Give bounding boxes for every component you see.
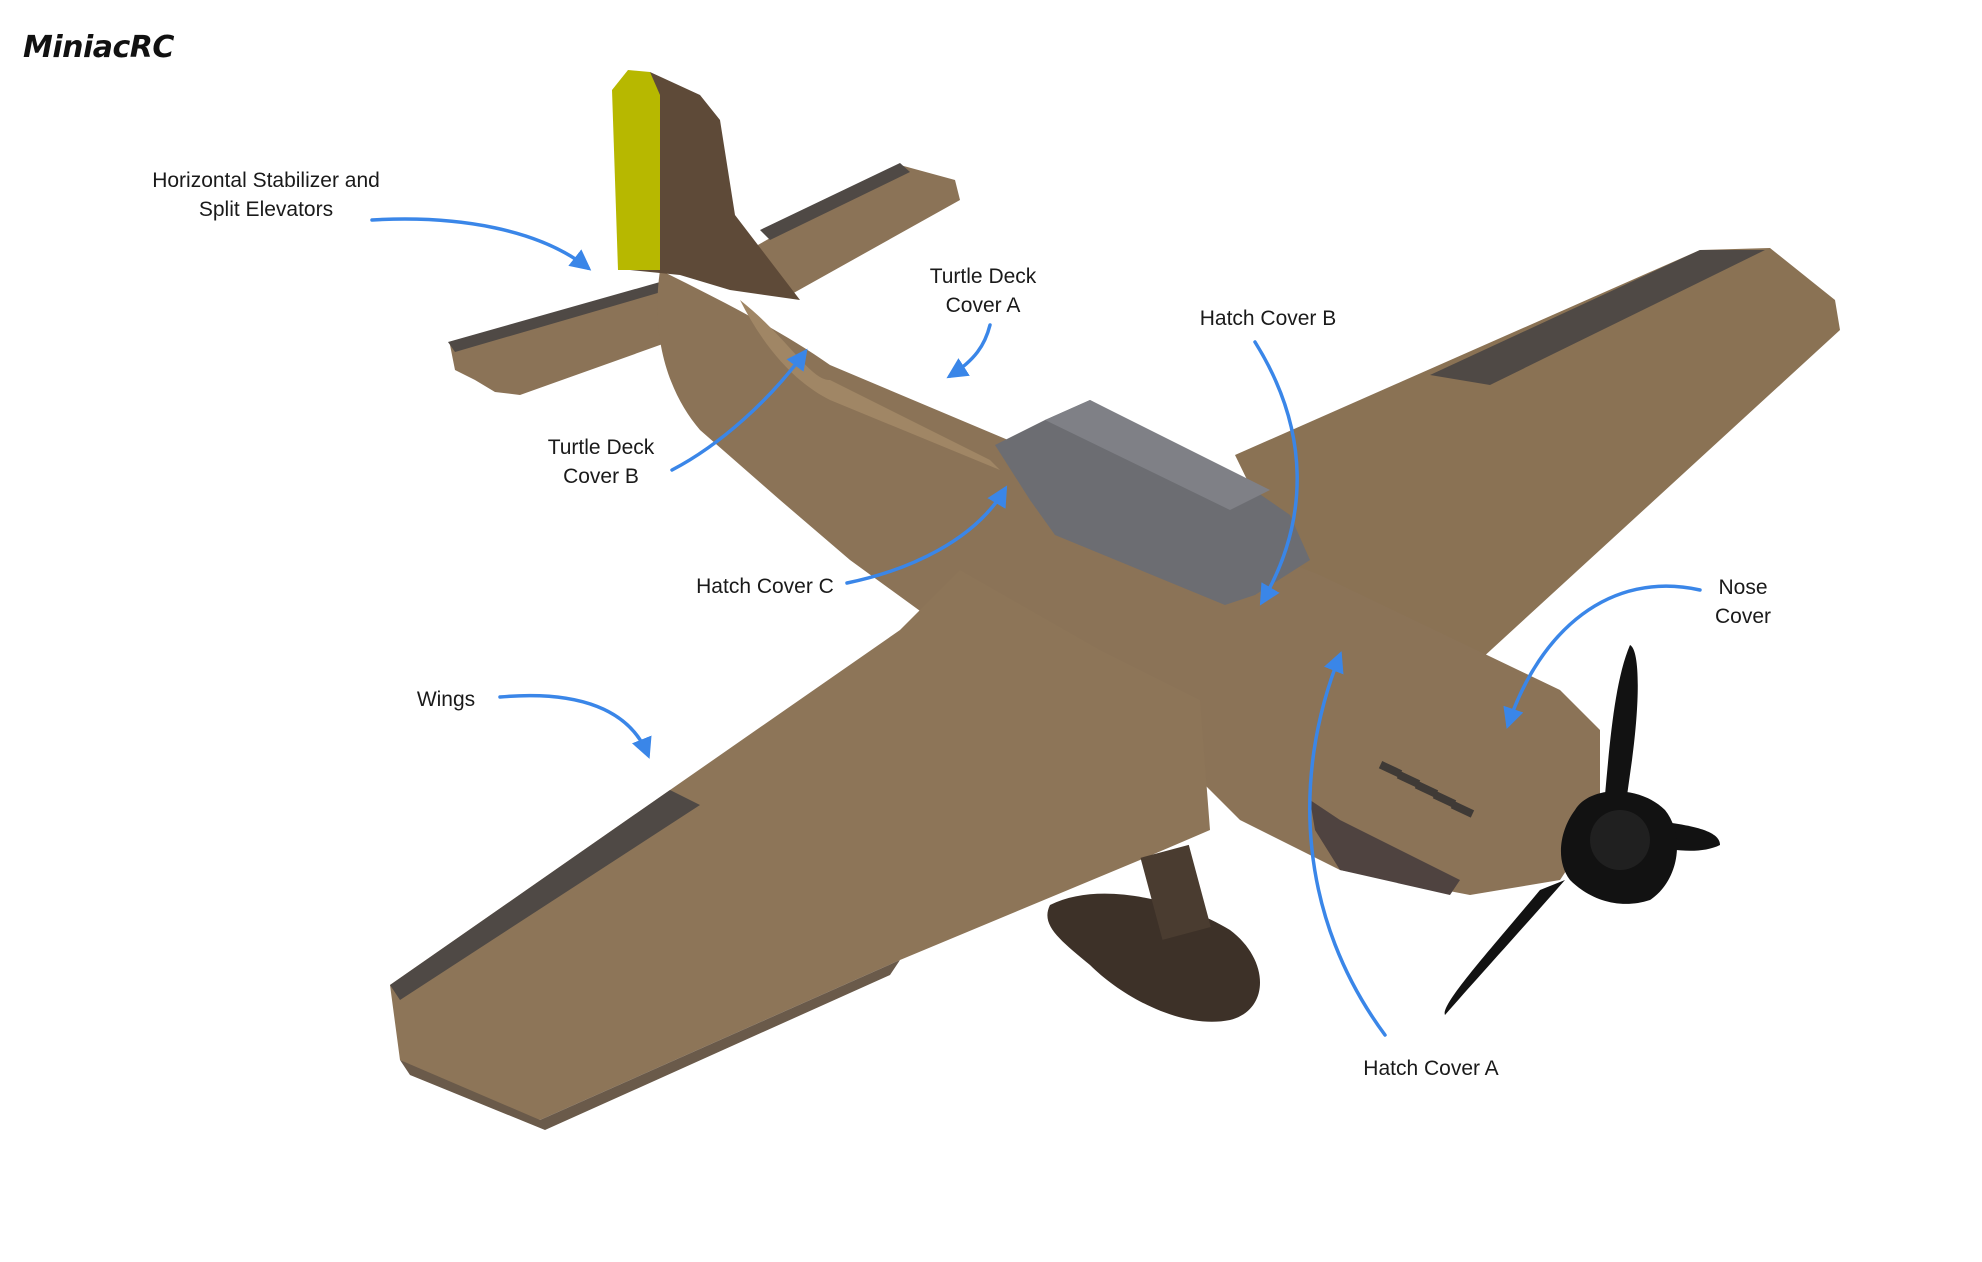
label-line: Hatch Cover A [1363, 1057, 1499, 1080]
canopy [995, 400, 1310, 605]
fuselage [657, 270, 1600, 895]
label-wings: Wings [417, 685, 475, 714]
label-line: Nose [1718, 576, 1768, 599]
label-hatch-cover-a: Hatch Cover A [1363, 1054, 1498, 1083]
right-wing-aileron [1430, 250, 1765, 385]
belly-pan [1310, 800, 1460, 895]
vertical-fin [625, 72, 800, 300]
left-elevator [448, 282, 668, 352]
left-wing-aileron [390, 790, 700, 1000]
arrow-turtle-deck-cover-a [946, 323, 992, 379]
arrow-hatch-cover-a [1308, 651, 1387, 1037]
label-line: Wings [416, 688, 476, 711]
label-line: Hatch Cover B [1199, 307, 1337, 330]
label-line: Turtle Deck [929, 265, 1037, 288]
right-elevator [760, 163, 910, 240]
label-line: Cover [1714, 605, 1772, 628]
arrow-hatch-cover-b [1253, 340, 1299, 606]
label-line: Cover A [945, 294, 1021, 317]
canopy-top [1045, 400, 1270, 510]
label-line: Hatch Cover C [696, 575, 834, 598]
rudder-tip [612, 70, 660, 270]
exhaust-stacks [1378, 761, 1475, 818]
arrow-turtle-deck-cover-b [670, 348, 808, 472]
spinner-highlight [1590, 810, 1650, 870]
label-hatch-cover-c: Hatch Cover C [696, 572, 834, 601]
label-line: Turtle Deck [547, 436, 655, 459]
label-hatch-cover-b: Hatch Cover B [1200, 304, 1337, 333]
label-line: Split Elevators [198, 198, 334, 221]
landing-gear-strut [1140, 844, 1211, 940]
arrow-hatch-cover-c [845, 485, 1008, 585]
turtle-deck [740, 300, 1000, 470]
brand-logo: MiniacRC [23, 30, 174, 65]
right-wing [1235, 248, 1840, 660]
arrow-wings [498, 693, 652, 759]
left-wing [390, 570, 1210, 1120]
arrow-nose-cover [1503, 584, 1702, 729]
label-line: Cover B [563, 465, 639, 488]
label-line: Horizontal Stabilizer and [152, 169, 380, 192]
arrow-horizontal-stabilizer [370, 217, 592, 271]
horizontal-stabilizer-right [740, 165, 960, 295]
